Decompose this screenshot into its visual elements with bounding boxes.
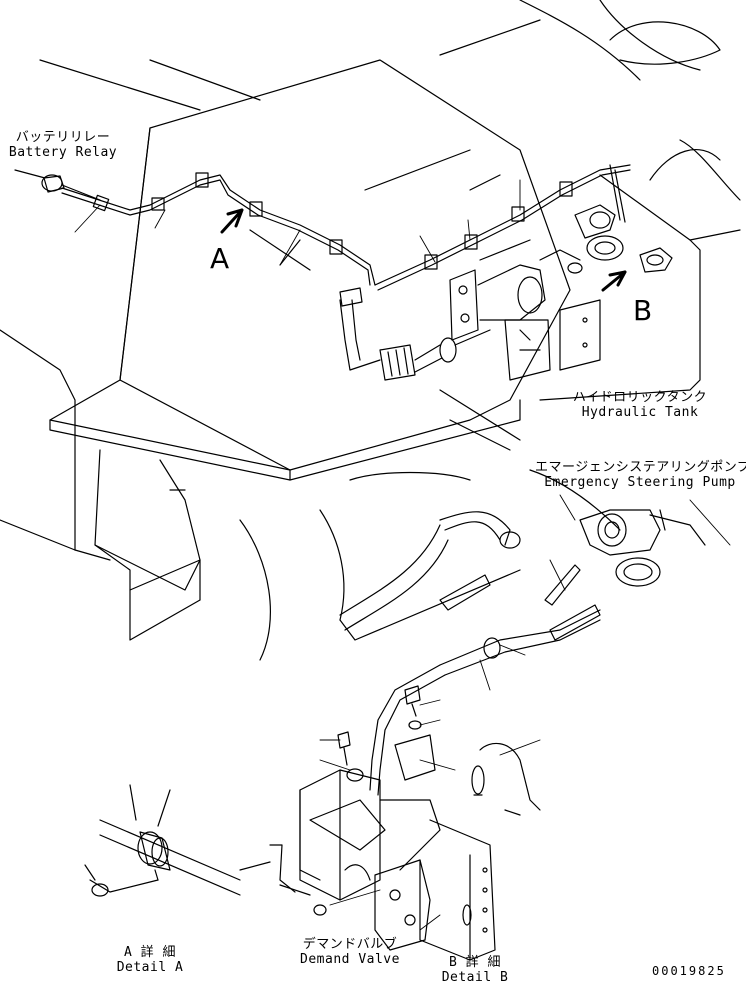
detail-a	[84, 784, 241, 897]
detail-b-label-en: Detail B	[441, 970, 509, 985]
machine-body-outline	[0, 0, 741, 661]
demand-valve-label: デマンドバルブ Demand Valve	[295, 937, 405, 967]
emergency-pump-detail	[339, 509, 706, 796]
wire-harness-upper	[61, 164, 631, 292]
demand-valve-label-en: Demand Valve	[300, 952, 400, 967]
detail-b-label-jp: B 詳 細	[449, 955, 501, 970]
battery-relay-label-en: Battery Relay	[8, 145, 118, 160]
detail-a-label: A 詳 細 Detail A	[110, 945, 190, 975]
detail-a-label-en: Detail A	[116, 960, 184, 975]
hydraulic-tank-label: ハイドロリックタンク Hydraulic Tank	[565, 390, 715, 420]
emergency-pump-label: エマージェンシステアリングポンプ Emergency Steering Pump	[535, 460, 746, 490]
battery-relay-label: バッテリリレー Battery Relay	[8, 130, 118, 160]
document-number: 00019825	[652, 964, 726, 978]
emergency-pump-label-en: Emergency Steering Pump	[544, 475, 736, 490]
hydraulic-tank-label-en: Hydraulic Tank	[581, 405, 699, 420]
view-b-letter: B	[633, 294, 652, 327]
battery-relay-label-jp: バッテリリレー	[15, 130, 111, 145]
battery-relay	[14, 169, 101, 201]
emergency-pump-label-jp: エマージェンシステアリングポンプ	[535, 460, 746, 475]
pump-on-tank	[449, 204, 673, 381]
view-a-letter: A	[210, 242, 229, 275]
hose-assembly	[339, 287, 491, 381]
detail-a-label-jp: A 詳 細	[124, 945, 176, 960]
leader-lines	[74, 179, 731, 931]
hydraulic-tank-label-jp: ハイドロリックタンク	[572, 390, 708, 405]
detail-b	[239, 685, 541, 961]
detail-b-label: B 詳 細 Detail B	[435, 955, 515, 985]
demand-valve-label-jp: デマンドバルブ	[302, 937, 398, 952]
